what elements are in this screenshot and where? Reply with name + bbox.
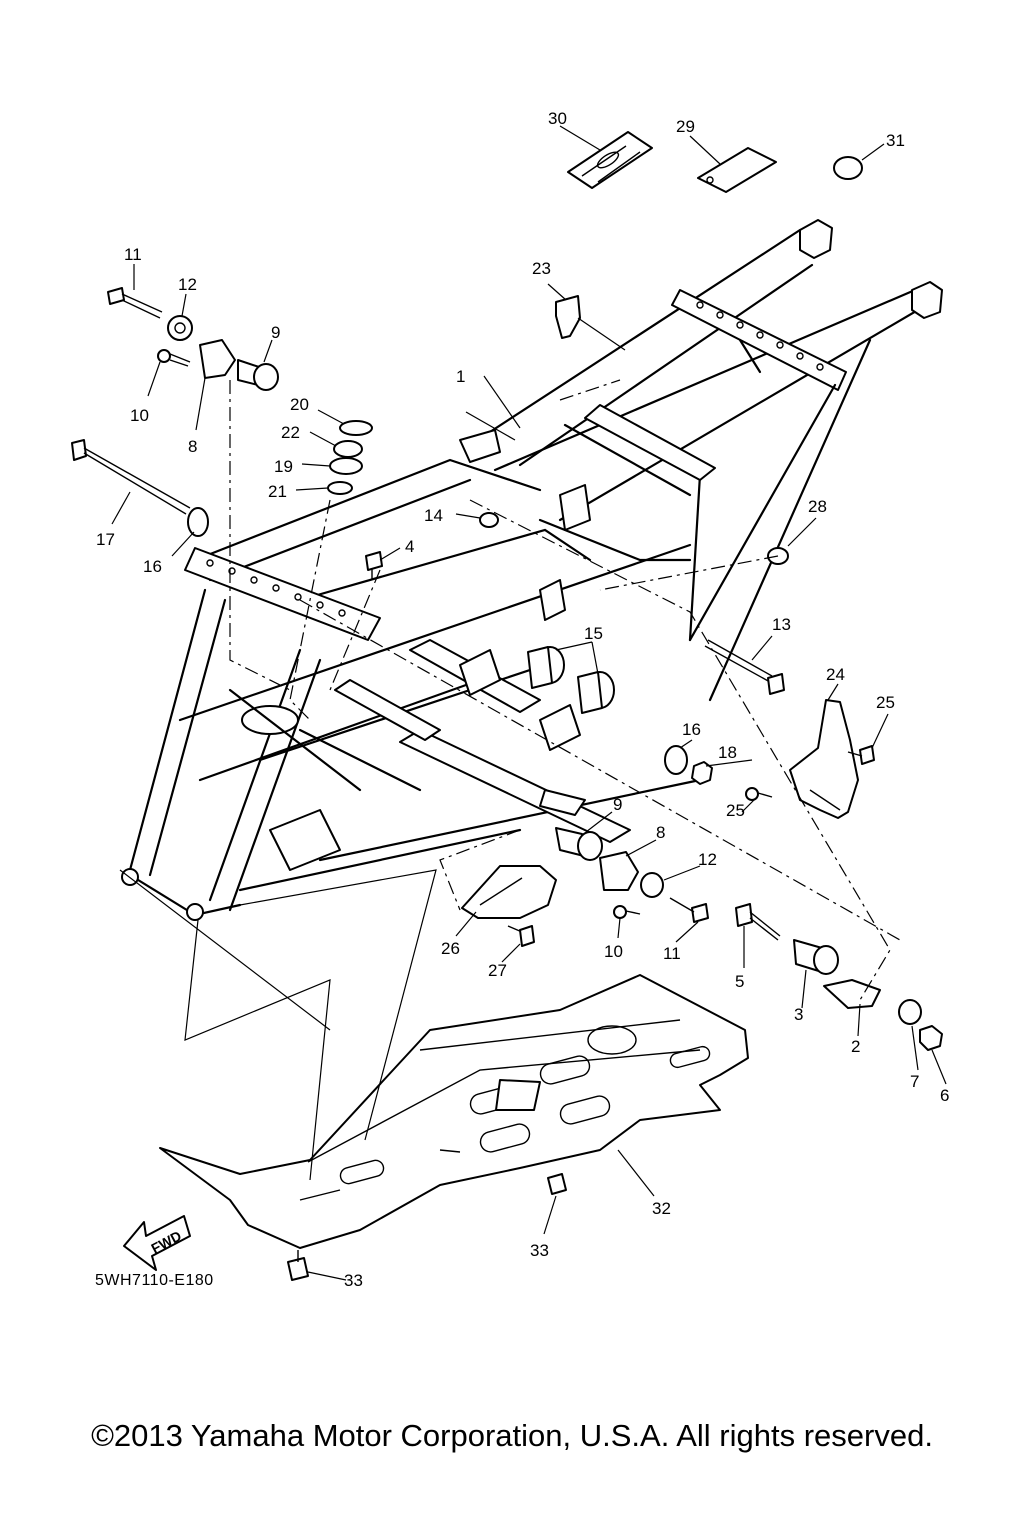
callout-12-lower: 12 [698,850,717,869]
callout-16-upper: 16 [143,557,162,576]
callout-25-upper: 25 [876,693,895,712]
part-4-bolt [365,551,383,580]
callout-labels: 1 2 3 4 5 6 7 8 8 9 9 10 10 11 11 12 12 … [96,109,949,1290]
callout-31: 31 [886,131,905,150]
callout-8-upper: 8 [188,437,197,456]
callout-26: 26 [441,939,460,958]
part-30-holder [567,131,653,189]
part-26-bracket [461,865,557,919]
callout-28: 28 [808,497,827,516]
part-18-nut [691,761,713,785]
callout-4: 4 [405,537,414,556]
part-31-ring [833,156,863,180]
callout-5: 5 [735,972,744,991]
callout-14: 14 [424,506,443,525]
part-16-washer-lower [664,745,688,775]
callout-27: 27 [488,961,507,980]
callout-12-upper: 12 [178,275,197,294]
part-14-grommet [479,512,499,528]
callout-24: 24 [826,665,845,684]
part-1-main-frame [121,219,943,921]
parts-lower-mount-left [555,827,709,923]
callout-3: 3 [794,1005,803,1024]
callout-9-upper: 9 [271,323,280,342]
part-32-skid-plate [159,974,749,1249]
callout-33-right: 33 [530,1241,549,1260]
callout-22: 22 [281,423,300,442]
callout-6: 6 [940,1086,949,1105]
part-24-bracket [789,699,859,819]
callout-15: 15 [584,624,603,643]
callout-9-lower: 9 [613,795,622,814]
part-17-long-bolt [71,439,191,515]
callout-8-lower: 8 [656,823,665,842]
callout-20: 20 [290,395,309,414]
part-33-bolts [287,1173,567,1281]
callout-19: 19 [274,457,293,476]
callout-32: 32 [652,1199,671,1218]
diagram-reference-code: 5WH7110-E180 [95,1272,214,1289]
callout-leaders [111,125,947,1281]
part-13-bolt [704,639,785,695]
callout-17: 17 [96,530,115,549]
callout-16-lower: 16 [682,720,701,739]
copyright-notice: ©2013 Yamaha Motor Corporation, U.S.A. A… [91,1418,933,1453]
fwd-arrow-icon: FWD [123,1215,191,1271]
callout-25-lower: 25 [726,801,745,820]
callout-7: 7 [910,1072,919,1091]
part-23-bracket [555,295,581,339]
callout-10-lower: 10 [604,942,623,961]
callout-13: 13 [772,615,791,634]
callout-11-upper: 11 [124,245,142,264]
callout-11-lower: 11 [663,944,681,963]
callout-30: 30 [548,109,567,128]
callout-2: 2 [851,1037,860,1056]
callout-10-upper: 10 [130,406,149,425]
callout-21: 21 [268,482,287,501]
callout-33-left: 33 [344,1271,363,1290]
callout-23: 23 [532,259,551,278]
callout-29: 29 [676,117,695,136]
parts-steering-washers [327,420,373,495]
part-15-bushings [527,646,615,714]
leader-lines [119,317,626,1181]
alignment-lines [229,379,901,1001]
callout-1: 1 [456,367,465,386]
parts-lower-mount-right [735,903,943,1051]
part-16-washer-upper [187,507,209,537]
part-25-bolts [745,745,875,801]
part-27-bolt [507,925,535,947]
callout-18: 18 [718,743,737,762]
parts-upper-mount-left [107,287,279,391]
part-29-plate [697,147,777,193]
